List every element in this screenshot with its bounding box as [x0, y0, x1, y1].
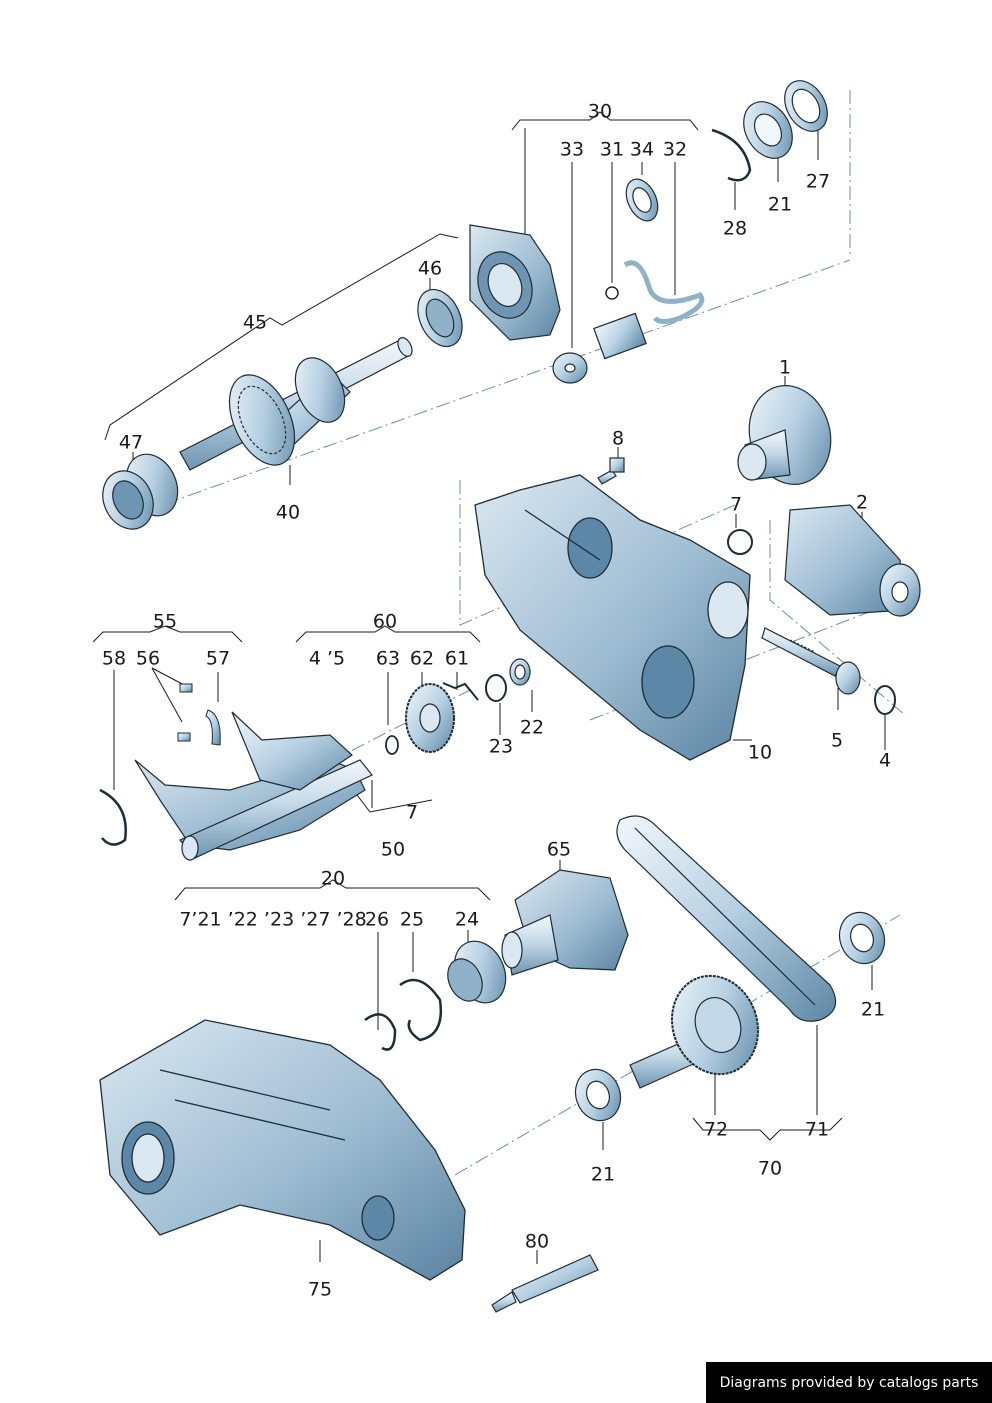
cover-plate-30 [469, 224, 561, 341]
label-8: 8 [611, 427, 625, 450]
label-34: 34 [629, 138, 655, 161]
pads-56 [177, 683, 193, 742]
label-65: 65 [546, 838, 572, 861]
label-25: 25 [399, 908, 425, 931]
main-shaft-40 [179, 337, 413, 471]
label-30: 30 [587, 100, 613, 123]
shaft-5 [761, 627, 861, 695]
label-27: 27 [805, 170, 831, 193]
label-22: 22 [519, 716, 545, 739]
bearing-21-right [838, 911, 886, 965]
sensor-32 [593, 260, 705, 360]
label-58: 58 [101, 647, 127, 670]
credit-banner: Diagrams provided by catalogs parts [706, 1362, 992, 1403]
chain-71 [616, 815, 837, 1022]
label-33: 33 [559, 138, 585, 161]
label-40: 40 [275, 501, 301, 524]
label-26: 26 [364, 908, 390, 931]
circlip-23 [485, 674, 507, 702]
label-20: 20 [320, 867, 346, 890]
label-56: 56 [135, 647, 161, 670]
label-7-upper: 7 [729, 493, 743, 516]
seal-27 [784, 80, 828, 132]
label-57: 57 [205, 647, 231, 670]
label-32: 32 [662, 138, 688, 161]
label-45: 45 [242, 311, 268, 334]
oring-31 [605, 286, 619, 300]
bearing-21-bottom [574, 1068, 622, 1122]
label-23: 23 [488, 735, 514, 758]
circlip-63 [385, 735, 399, 755]
actuator-motor-2 [784, 504, 921, 617]
case-half-75 [99, 1019, 466, 1281]
label-72: 72 [703, 1118, 729, 1141]
seal-34 [625, 178, 659, 222]
label-28: 28 [722, 217, 748, 240]
bearing-22 [509, 658, 531, 686]
label-63: 63 [375, 647, 401, 670]
sprocket-65 [501, 869, 629, 976]
circlip-58 [99, 788, 127, 846]
bearing-46 [417, 288, 463, 348]
bearing-21-top [743, 101, 793, 159]
bearing-24 [447, 940, 507, 1004]
label-80: 80 [524, 1230, 550, 1253]
label-61: 61 [444, 647, 470, 670]
sealant-tube-80 [491, 1254, 599, 1313]
label-4: 4 [878, 749, 892, 772]
label-2: 2 [855, 491, 869, 514]
label-55: 55 [152, 610, 178, 633]
label-46: 46 [417, 257, 443, 280]
label-21-top: 21 [767, 193, 793, 216]
output-shaft-72 [629, 974, 760, 1089]
label-10: 10 [747, 741, 773, 764]
label-31: 31 [599, 138, 625, 161]
label-7-lower: 7 [405, 801, 419, 824]
shift-fork-assembly-50 [134, 711, 373, 861]
label-24: 24 [454, 908, 480, 931]
leader-lines [92, 111, 886, 1264]
label-5: 5 [830, 729, 844, 752]
label-62: 62 [409, 647, 435, 670]
gear-62 [405, 683, 455, 753]
circlip-28 [711, 128, 752, 182]
bearing-47 [102, 453, 179, 530]
case-half-10 [474, 474, 751, 761]
label-21-bottom: 21 [590, 1163, 616, 1186]
spring-61 [442, 682, 479, 701]
washer-33 [552, 352, 588, 384]
circlip-26 [364, 1013, 397, 1051]
label-60: 60 [372, 610, 398, 633]
label-4-5: 4 ’5 [308, 647, 346, 670]
label-70: 70 [757, 1157, 783, 1180]
label-75: 75 [307, 1278, 333, 1301]
circlip-4 [874, 685, 896, 715]
label-71: 71 [804, 1118, 830, 1141]
label-21-right: 21 [860, 998, 886, 1021]
flange-1 [737, 385, 832, 485]
circlip-7-upper [727, 529, 753, 555]
shoe-57 [205, 709, 221, 746]
bolt-8 [597, 457, 625, 485]
label-1: 1 [778, 356, 792, 379]
label-50: 50 [380, 838, 406, 861]
circlip-25 [399, 978, 443, 1042]
label-47: 47 [118, 431, 144, 454]
label-group-20-contents: 7’21 ’22 ’23 ’27 ’28 [179, 908, 367, 931]
